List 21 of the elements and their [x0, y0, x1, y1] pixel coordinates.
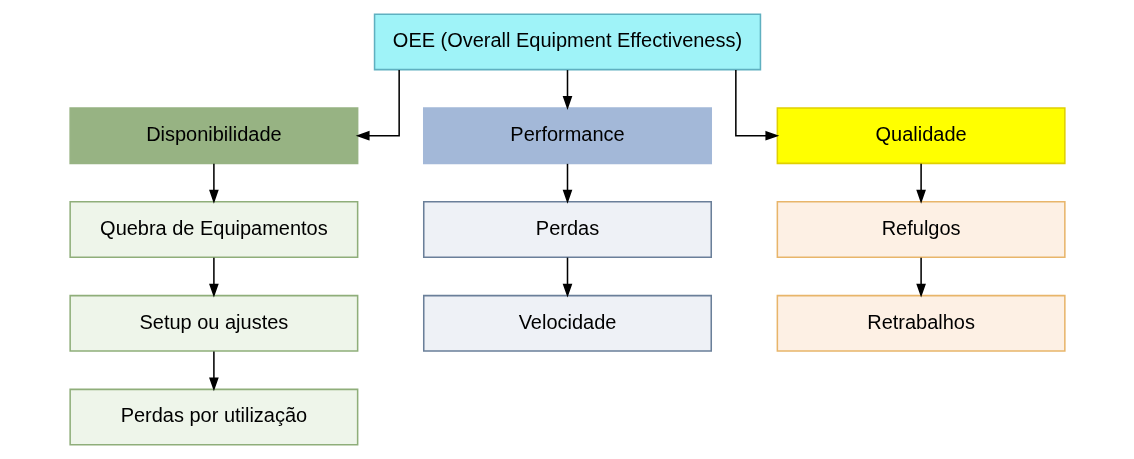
node-box: Quebra de Equipamentos	[68, 201, 358, 258]
node-box: OEE (Overall Equipment Effectiveness)	[373, 13, 761, 71]
arrow	[208, 163, 219, 204]
node-box: Retrabalhos	[776, 294, 1066, 352]
node-box: Performance	[422, 107, 712, 165]
arrow	[562, 256, 572, 298]
node-box: Velocidade	[422, 294, 712, 352]
arrow	[734, 69, 779, 141]
arrow	[562, 163, 572, 204]
arrow	[915, 163, 926, 204]
node-box: Setup ou ajustes	[68, 294, 358, 352]
arrow	[562, 69, 572, 110]
node-box: Perdas por utilização	[68, 388, 358, 446]
node-box: Refulgos	[776, 201, 1066, 258]
node-box: Qualidade	[776, 107, 1066, 165]
arrow	[915, 256, 926, 298]
node-box: Disponibilidade	[68, 107, 358, 165]
arrow	[208, 350, 219, 392]
node-box: Perdas	[422, 201, 712, 258]
arrow	[355, 69, 400, 141]
arrow	[208, 256, 219, 298]
